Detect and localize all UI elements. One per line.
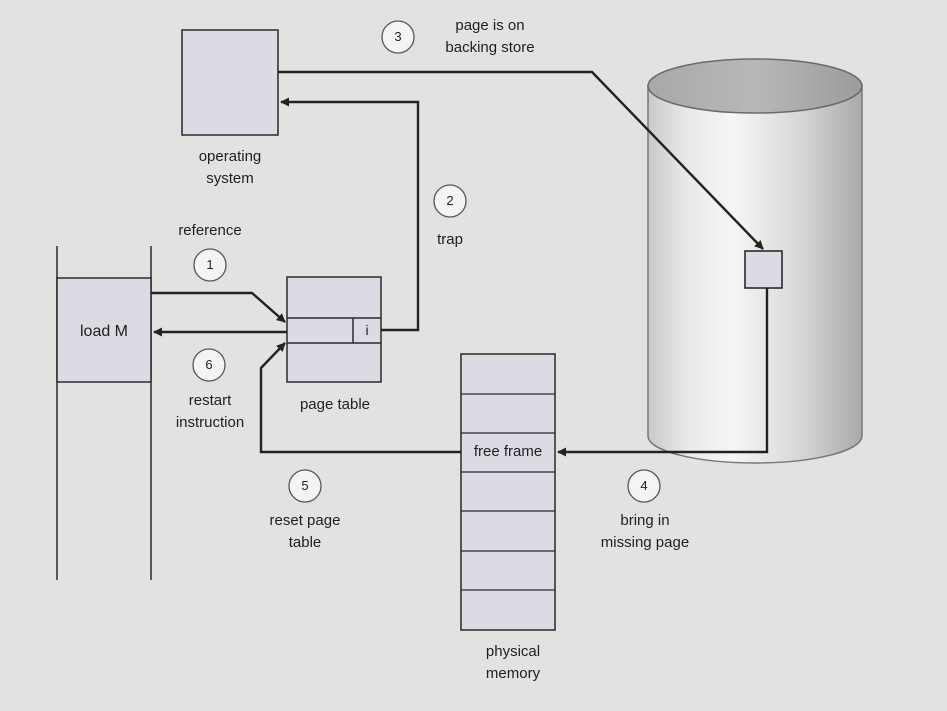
operating-system-box <box>181 29 279 136</box>
trap-label: trap <box>437 231 463 248</box>
step-2-number: 2 <box>446 193 454 208</box>
step-5-number: 5 <box>301 478 309 493</box>
bring-in-label-line-1: bring in <box>620 512 670 529</box>
physical-memory-label-line-2: memory <box>485 665 541 682</box>
load-m-label: load M <box>79 323 129 340</box>
backing-store-label-line-1: page is on <box>455 17 525 34</box>
restart-instruction-label-line-2: instruction <box>175 414 245 431</box>
reset-page-table-label-line-2: table <box>288 534 322 551</box>
process-memory-column <box>56 246 152 580</box>
reset-page-table-label: reset page table <box>250 510 360 554</box>
reset-page-table-arrow <box>259 342 461 454</box>
step-6-number: 6 <box>205 357 213 372</box>
backing-store-label: page is on backing store <box>420 15 560 59</box>
physical-memory-label: physical memory <box>458 641 568 685</box>
restart-instruction-label: restart instruction <box>160 390 260 434</box>
step-1-number: 1 <box>206 257 214 272</box>
trap-arrow <box>280 97 420 332</box>
reference-arrow <box>151 291 286 323</box>
disk-page-block <box>744 250 783 289</box>
restart-instruction-label-line-1: restart <box>188 392 232 409</box>
step-4-number: 4 <box>640 478 648 493</box>
step-3-circle <box>381 20 415 54</box>
bring-in-label-line-2: missing page <box>600 534 690 551</box>
page-table-label: page table <box>299 396 371 413</box>
step-3-number: 3 <box>394 29 402 44</box>
step-1-circle <box>193 248 227 282</box>
bring-in-page-arrow <box>557 288 769 457</box>
step-6-circle <box>192 348 226 382</box>
load-m-instruction-box <box>56 277 152 383</box>
operating-system-label-line-2: system <box>206 170 254 187</box>
bring-in-missing-page-label: bring in missing page <box>580 510 710 554</box>
backing-store-label-line-2: backing store <box>445 39 535 56</box>
physical-memory-label-line-1: physical <box>485 643 541 660</box>
backing-store-arrow <box>278 70 764 250</box>
step-4-circle <box>627 469 661 503</box>
free-frame-label: free frame <box>473 443 543 460</box>
step-5-circle <box>288 469 322 503</box>
step-2-circle <box>433 184 467 218</box>
backing-store-disk <box>647 58 863 464</box>
page-table <box>286 276 382 383</box>
operating-system-label: operating system <box>180 146 280 190</box>
reference-label: reference <box>178 222 242 239</box>
operating-system-label-line-1: operating <box>198 148 262 165</box>
physical-memory <box>460 353 556 631</box>
reset-page-table-label-line-1: reset page <box>269 512 341 529</box>
invalid-bit-label: i <box>365 322 369 338</box>
